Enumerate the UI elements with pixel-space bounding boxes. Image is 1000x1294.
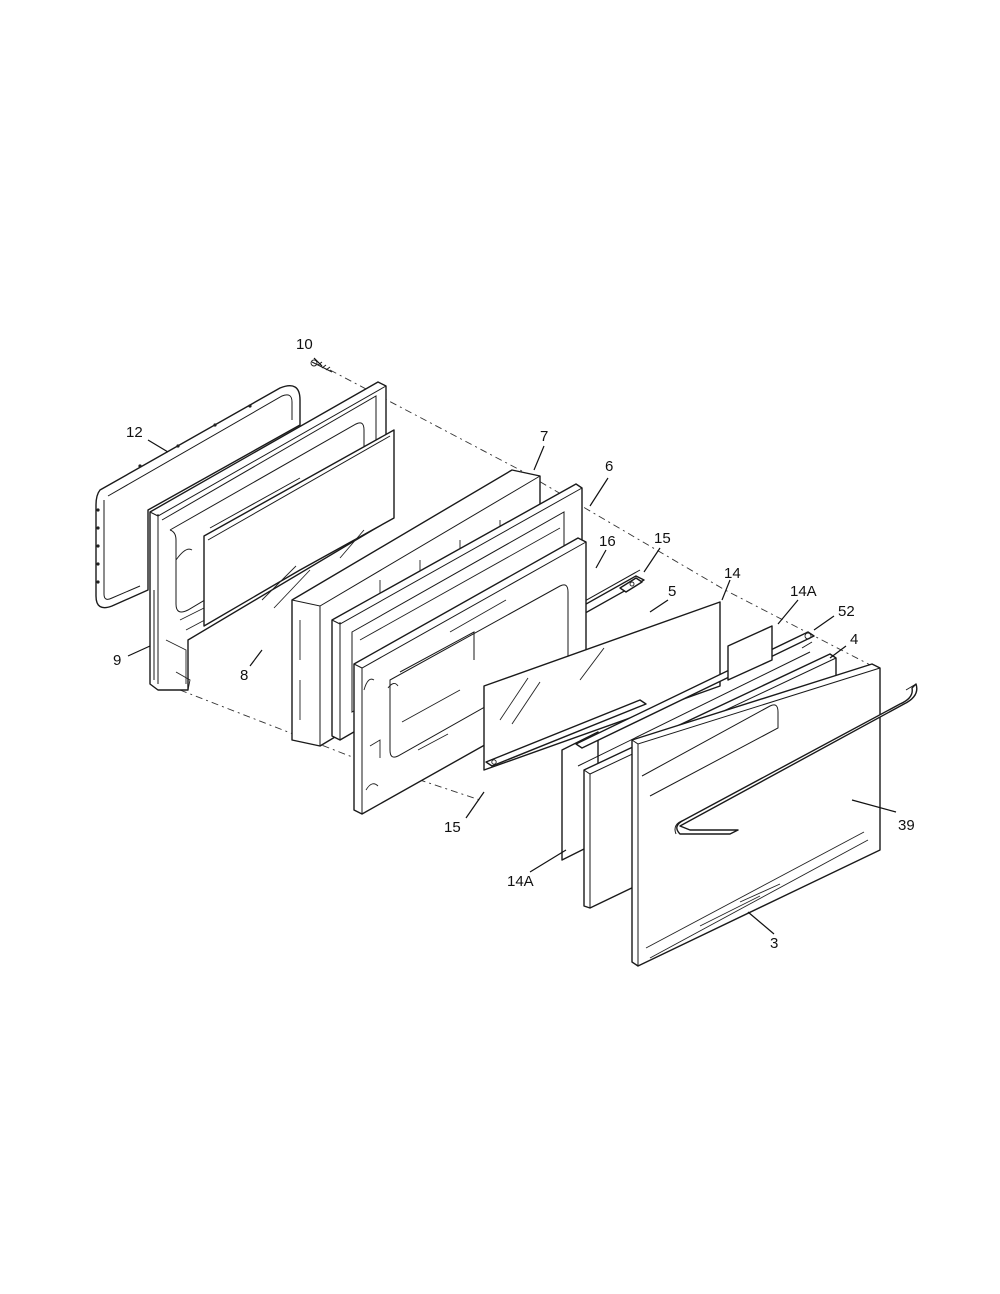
callout-7: 7: [540, 428, 548, 445]
callout-8: 8: [240, 667, 248, 684]
callout-6: 6: [605, 458, 613, 475]
part-12-door-gasket: [95, 385, 301, 609]
callout-labels: 10 12 9 8 7 6 16 15 5 14 14A 52 4 39 15 …: [113, 336, 915, 952]
callout-9: 9: [113, 652, 121, 669]
part-8-inner-glass: [203, 429, 395, 627]
part-39-door-handle: [674, 683, 918, 835]
part-15-top-bracket: [619, 577, 643, 593]
callout-14a-bottom: 14A: [507, 873, 534, 890]
part-52-screw: [801, 632, 813, 649]
callout-3: 3: [770, 935, 778, 952]
callout-10: 10: [296, 336, 313, 353]
gasket-clip-holes: [96, 404, 252, 584]
callout-14: 14: [724, 565, 741, 582]
callout-15-bottom: 15: [444, 819, 461, 836]
part-3-outer-door-panel: [631, 663, 881, 967]
part-5-door-glass: [483, 601, 721, 771]
part-15-bottom-bracket: [485, 699, 647, 767]
callout-4: 4: [850, 631, 858, 648]
leader-lines: [127, 357, 897, 935]
callout-52: 52: [838, 603, 855, 620]
part-14a-top-insulation: [727, 625, 773, 681]
callout-12: 12: [126, 424, 143, 441]
callout-15-top: 15: [654, 530, 671, 547]
callout-16: 16: [599, 533, 616, 550]
callout-5: 5: [668, 583, 676, 600]
callout-14a-top: 14A: [790, 583, 817, 600]
callout-39: 39: [898, 817, 915, 834]
